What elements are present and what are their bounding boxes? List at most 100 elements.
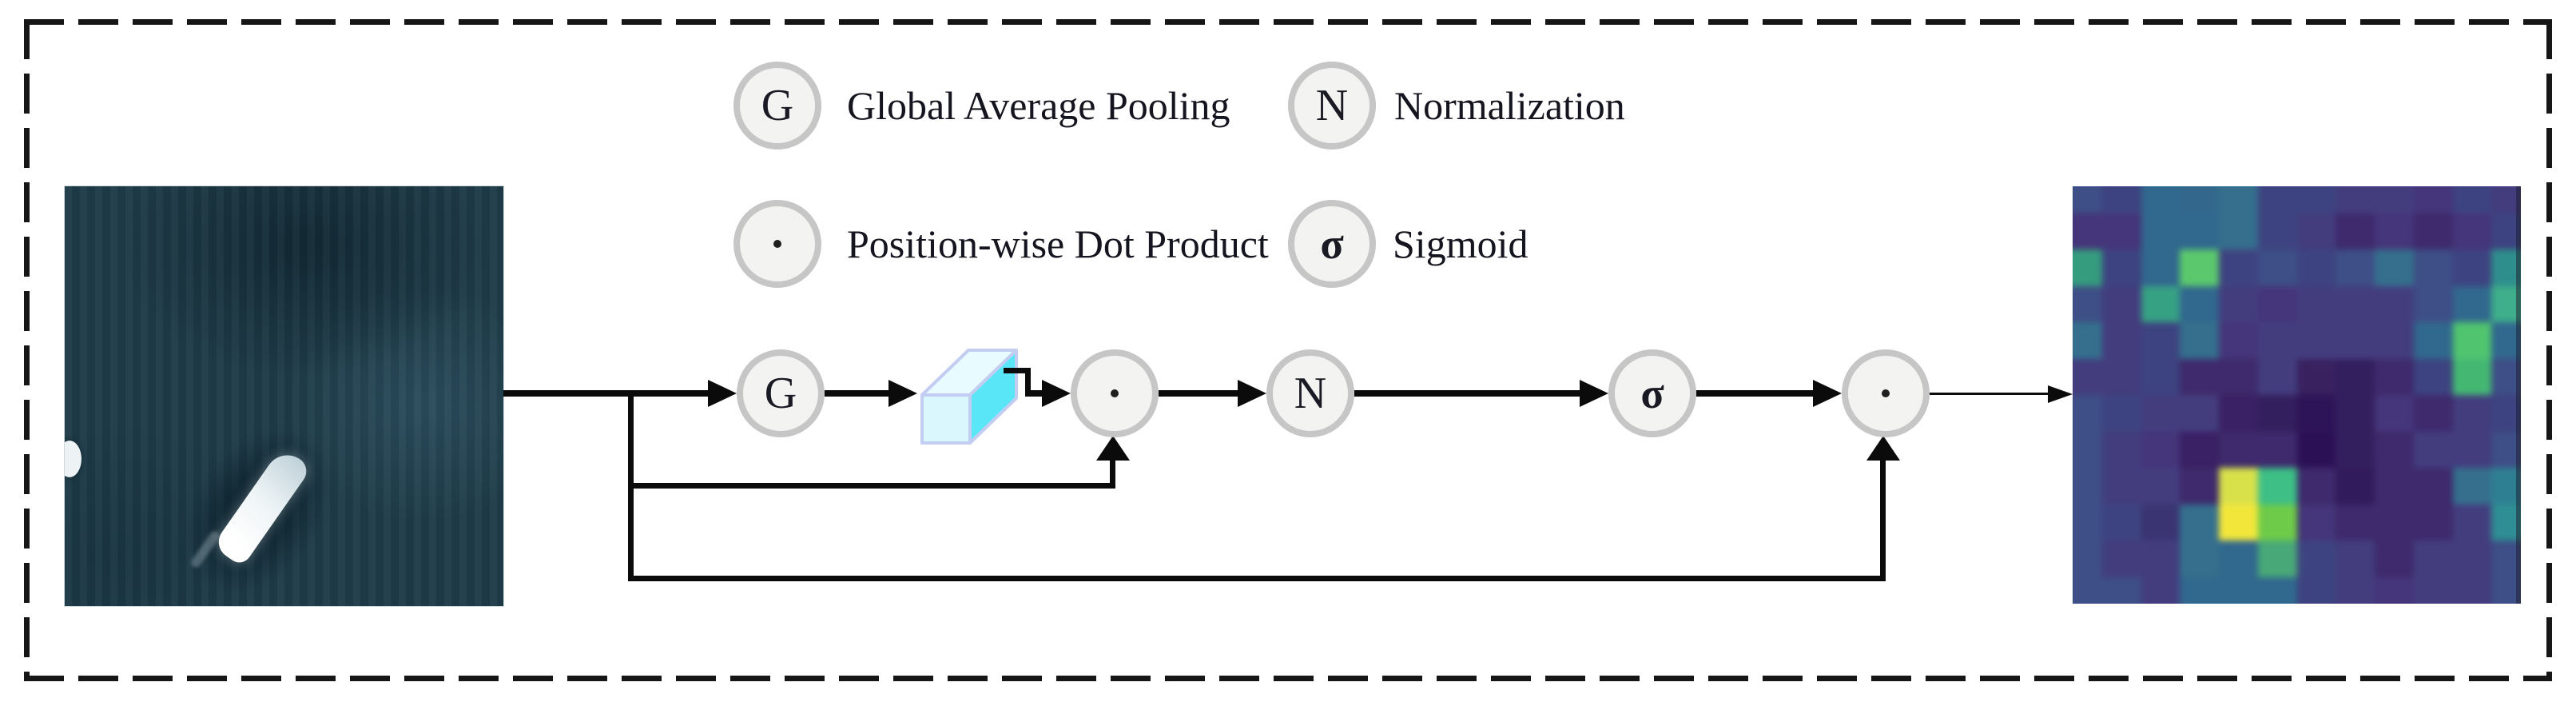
- heatmap-grid: [2073, 186, 2521, 604]
- heatmap-cell: [2375, 249, 2414, 286]
- tensor-box: [920, 349, 1018, 445]
- heatmap-cell: [2180, 431, 2219, 468]
- heatmap-cell: [2141, 540, 2180, 577]
- heatmap-cell: [2180, 395, 2219, 432]
- heatmap-cell: [2219, 576, 2258, 604]
- heatmap-cell: [2257, 213, 2297, 249]
- heatmap-cell: [2452, 358, 2492, 395]
- heatmap-cell: [2141, 395, 2180, 432]
- heatmap-cell: [2101, 285, 2141, 322]
- arrow-norm-to-sigmoid: [1354, 390, 1580, 397]
- heatmap-cell: [2141, 576, 2180, 604]
- heatmap-cell: [2375, 431, 2414, 468]
- heatmap-cell: [2375, 186, 2414, 213]
- heatmap-cell: [2141, 186, 2180, 213]
- heatmap-cell: [2073, 395, 2102, 432]
- heatmap-cell: [2491, 322, 2521, 359]
- arrowhead-dot1-to-norm: [1238, 380, 1266, 407]
- heatmap-cell: [2491, 431, 2521, 468]
- heatmap-cell: [2141, 358, 2180, 395]
- heatmap-cell: [2452, 540, 2492, 577]
- heatmap-cell: [2491, 213, 2521, 249]
- heatmap-cell: [2452, 576, 2492, 604]
- heatmap-cell: [2180, 358, 2219, 395]
- heatmap-cell: [2296, 540, 2336, 577]
- heatmap-cell: [2296, 358, 2336, 395]
- heatmap-cell: [2335, 540, 2375, 577]
- heatmap-cell: [2452, 213, 2492, 249]
- legend-normalization-label: Normalization: [1394, 83, 1625, 128]
- heatmap-cell: [2375, 468, 2414, 505]
- heatmap-cell: [2335, 285, 2375, 322]
- heatmap-cell: [2180, 249, 2219, 286]
- heatmap-cell: [2413, 322, 2453, 359]
- heatmap-cell: [2296, 186, 2336, 213]
- heatmap-cell: [2413, 213, 2453, 249]
- heatmap-cell: [2219, 186, 2258, 213]
- heatmap-cell: [2257, 285, 2297, 322]
- legend-dot-product-icon: [733, 200, 821, 288]
- heatmap-cell: [2141, 213, 2180, 249]
- heatmap-cell: [2101, 186, 2141, 213]
- heatmap-cell: [2101, 431, 2141, 468]
- heatmap-cell: [2413, 285, 2453, 322]
- legend-gap-label: Global Average Pooling: [847, 83, 1230, 128]
- heatmap-cell: [2101, 322, 2141, 359]
- dot-symbol: [1882, 389, 1890, 397]
- heatmap-cell: [2452, 468, 2492, 505]
- heatmap-cell: [2257, 322, 2297, 359]
- heatmap-cell: [2335, 395, 2375, 432]
- heatmap-cell: [2101, 540, 2141, 577]
- heatmap-cell: [2073, 213, 2102, 249]
- heatmap-cell: [2335, 468, 2375, 505]
- skip-line-1: [628, 483, 1115, 489]
- heatmap-cell: [2335, 431, 2375, 468]
- heatmap-cell: [2219, 395, 2258, 432]
- heatmap-cell: [2101, 358, 2141, 395]
- heatmap-cell: [2452, 322, 2492, 359]
- heatmap-cell: [2375, 576, 2414, 604]
- heatmap-cell: [2257, 186, 2297, 213]
- heatmap-cell: [2101, 576, 2141, 604]
- heatmap-cell: [2375, 540, 2414, 577]
- heatmap-cell: [2335, 358, 2375, 395]
- arrow-input-to-gap: [503, 390, 708, 397]
- heatmap-cell: [2491, 468, 2521, 505]
- arrowhead-input-to-gap: [708, 380, 737, 407]
- heatmap-cell: [2296, 504, 2336, 540]
- output-attention-heatmap: [2073, 186, 2521, 604]
- legend-sigmoid-icon: σ: [1288, 200, 1376, 288]
- frame-border-left: [24, 19, 30, 681]
- legend-sigmoid-label: Sigmoid: [1393, 221, 1529, 266]
- heatmap-cell: [2296, 322, 2336, 359]
- arrowhead-norm-to-sigmoid: [1580, 380, 1608, 407]
- heatmap-cell: [2452, 395, 2492, 432]
- heatmap-cell: [2219, 431, 2258, 468]
- heatmap-cell: [2413, 395, 2453, 432]
- arrow-sigmoid-to-dot2: [1696, 390, 1813, 397]
- heatmap-cell: [2141, 504, 2180, 540]
- heatmap-cell: [2491, 576, 2521, 604]
- heatmap-cell: [2180, 576, 2219, 604]
- heatmap-cell: [2335, 576, 2375, 604]
- heatmap-cell: [2257, 576, 2297, 604]
- frame-border-right: [2546, 19, 2552, 681]
- node-sigmoid: σ: [1608, 349, 1696, 437]
- dot-symbol: [1111, 389, 1119, 397]
- node-sigmoid-symbol: σ: [1640, 369, 1664, 417]
- heatmap-cell: [2491, 395, 2521, 432]
- heatmap-cell: [2452, 431, 2492, 468]
- skip-line-2-stub: [1880, 460, 1886, 578]
- input-ship-image: [64, 185, 504, 607]
- skip-line-1-stub: [1110, 460, 1115, 489]
- arrow-dot1-to-norm: [1159, 390, 1238, 397]
- heatmap-cell: [2296, 285, 2336, 322]
- heatmap-cell: [2413, 431, 2453, 468]
- elbow-tensor-h2: [1025, 390, 1044, 397]
- heatmap-cell: [2296, 468, 2336, 505]
- heatmap-cell: [2257, 395, 2297, 432]
- heatmap-cell: [2413, 249, 2453, 286]
- legend-gap-symbol: G: [761, 81, 794, 130]
- heatmap-cell: [2180, 213, 2219, 249]
